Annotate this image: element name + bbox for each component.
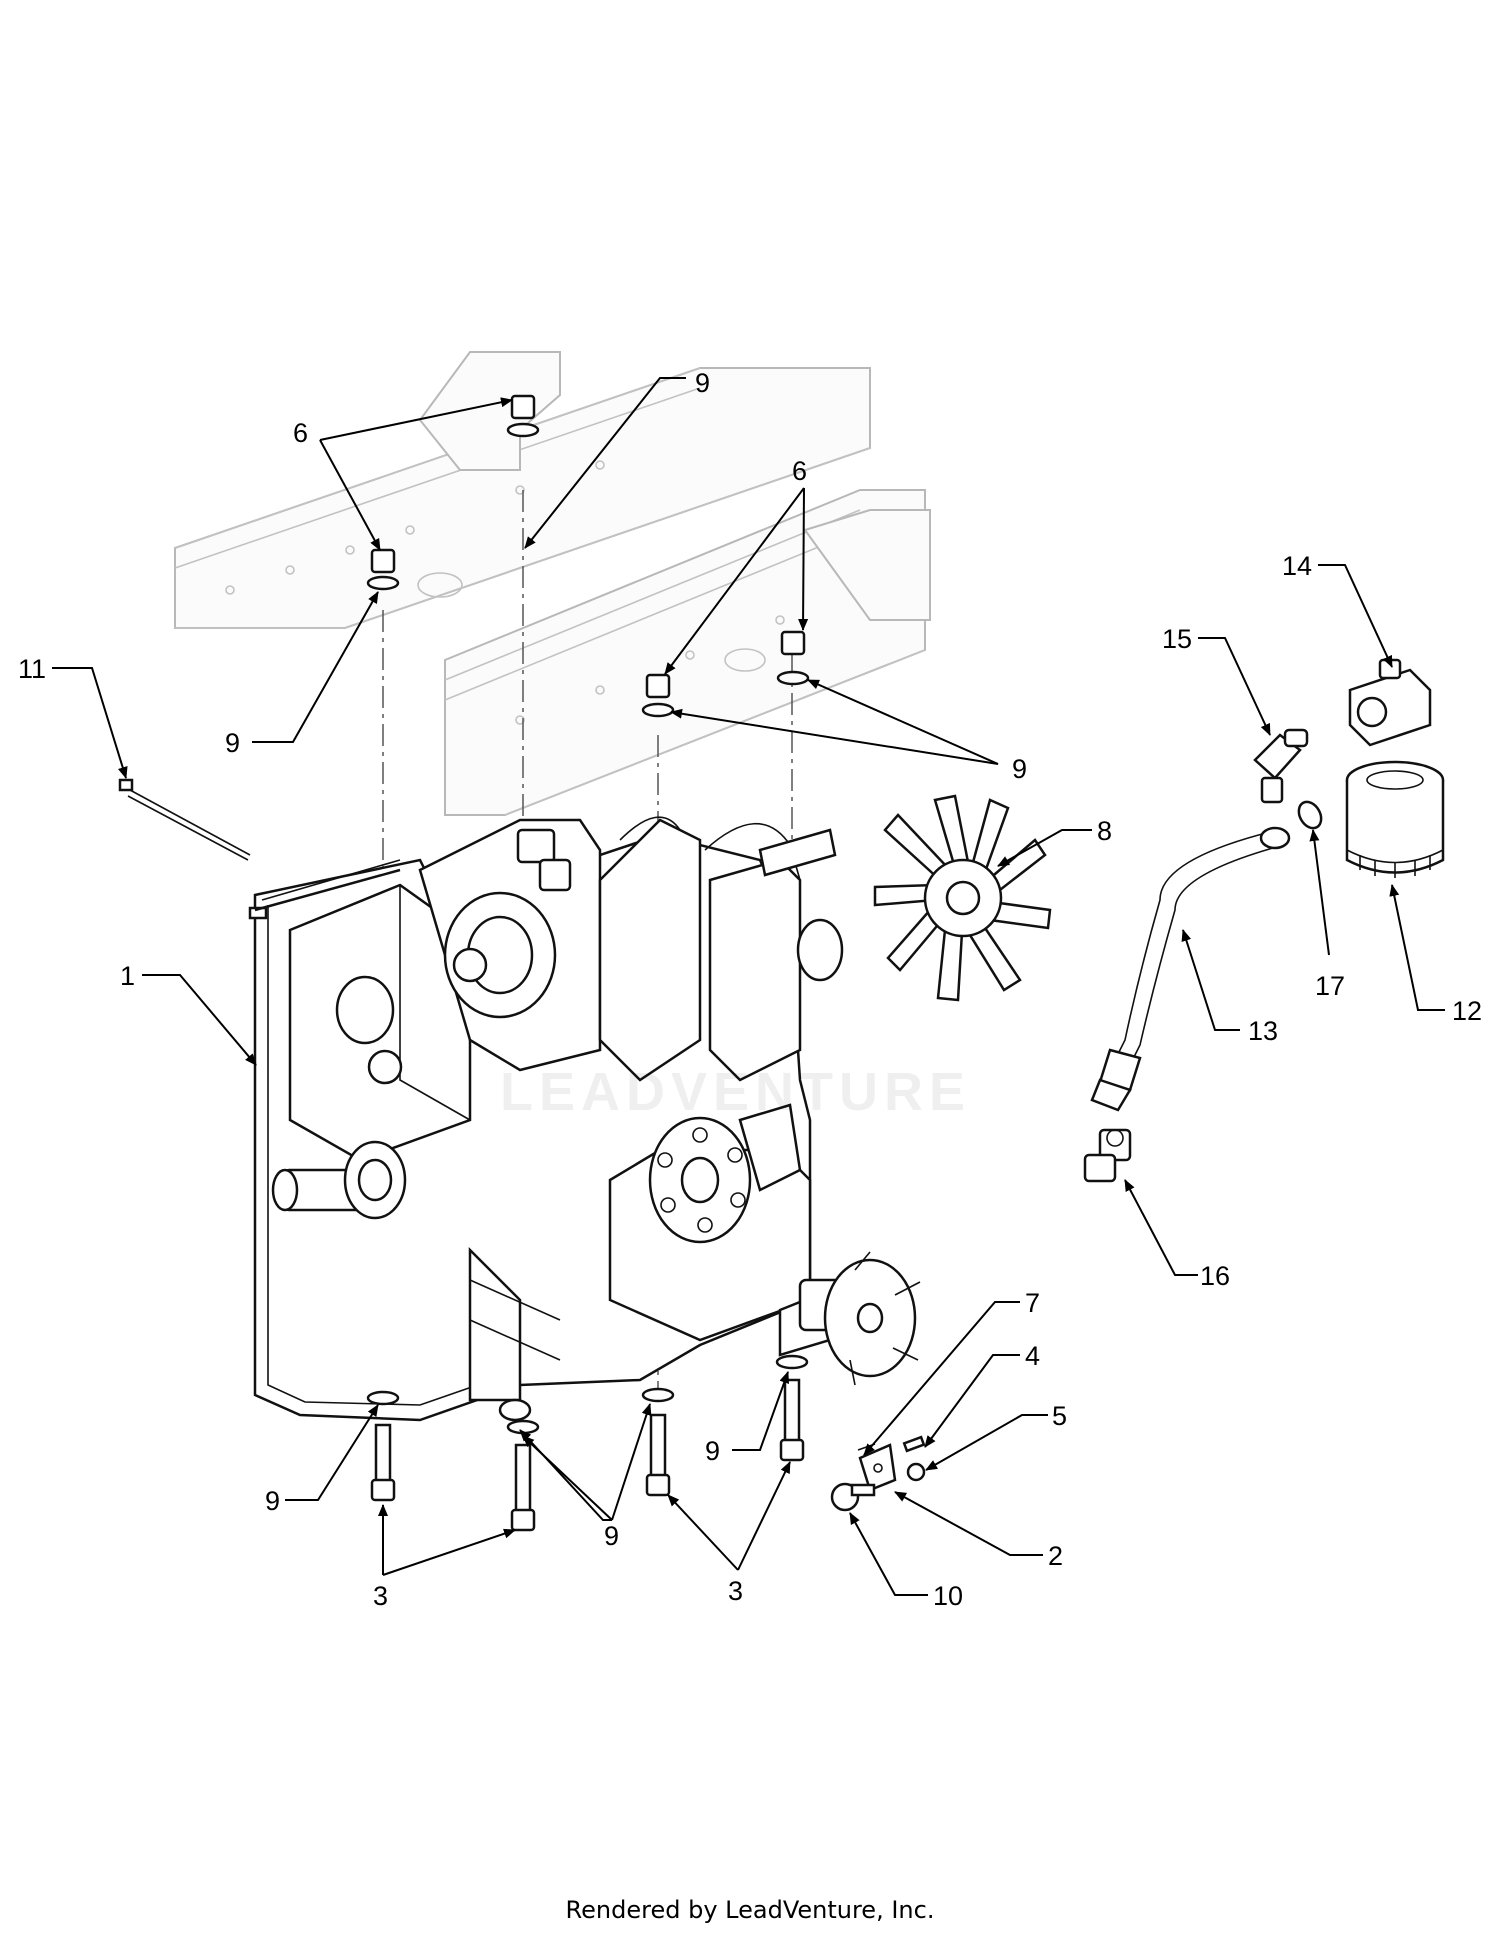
bracket-2 [858,1443,897,1492]
bolt-3-d [775,1354,809,1462]
callout-4: 4 [1025,1341,1040,1371]
callout-9-left: 9 [225,728,240,758]
callout-9-lower-right: 9 [705,1436,720,1466]
oil-filter-12 [1345,760,1445,878]
callout-1: 1 [120,961,135,991]
fan-8 [873,794,1052,1002]
o-ring-17 [1297,800,1323,830]
callout-7: 7 [1025,1288,1040,1318]
elbow-16 [1083,1128,1132,1183]
transmission-assembly [248,816,921,1422]
callout-16: 16 [1200,1261,1230,1291]
callout-14: 14 [1282,551,1312,581]
callout-15: 15 [1162,624,1192,654]
nut-6-center [506,394,540,438]
callout-3-left: 3 [373,1581,388,1611]
fitting-15 [1253,728,1309,804]
callout-labels: 1 6 9 9 6 9 11 8 14 15 17 12 13 16 7 4 5… [18,368,1482,1611]
callout-8: 8 [1097,816,1112,846]
callout-9-lower-center: 9 [604,1521,619,1551]
callout-5: 5 [1052,1401,1067,1431]
bolt-10 [830,1482,876,1512]
callout-9-lower-left: 9 [265,1486,280,1516]
leader-lines [52,377,1445,1596]
callout-6-right: 6 [792,456,807,486]
watermark-text: LEADVENTURE [500,1062,971,1122]
callout-12: 12 [1452,996,1482,1026]
callout-9-top: 9 [695,368,710,398]
callout-17: 17 [1315,971,1345,1001]
callout-6-left: 6 [293,418,308,448]
filter-head-14 [1348,658,1432,747]
bolt-3-a [366,1390,400,1502]
callout-10: 10 [933,1581,963,1611]
nut-5 [906,1462,926,1482]
callout-11: 11 [18,654,46,684]
nut-6-left [366,548,400,591]
hose-13 [1090,826,1291,1112]
tie-strap-11 [118,778,251,861]
nut-6-right-b [776,630,810,686]
callout-2: 2 [1048,1541,1063,1571]
screw-4 [902,1435,926,1453]
nut-6-right-a [641,673,675,718]
frame-assembly [174,351,931,816]
bolt-3-c [641,1387,675,1497]
callout-9-right: 9 [1012,754,1027,784]
callout-13: 13 [1248,1016,1278,1046]
callout-3-right: 3 [728,1576,743,1606]
footer-credit: Rendered by LeadVenture, Inc. [565,1896,935,1924]
